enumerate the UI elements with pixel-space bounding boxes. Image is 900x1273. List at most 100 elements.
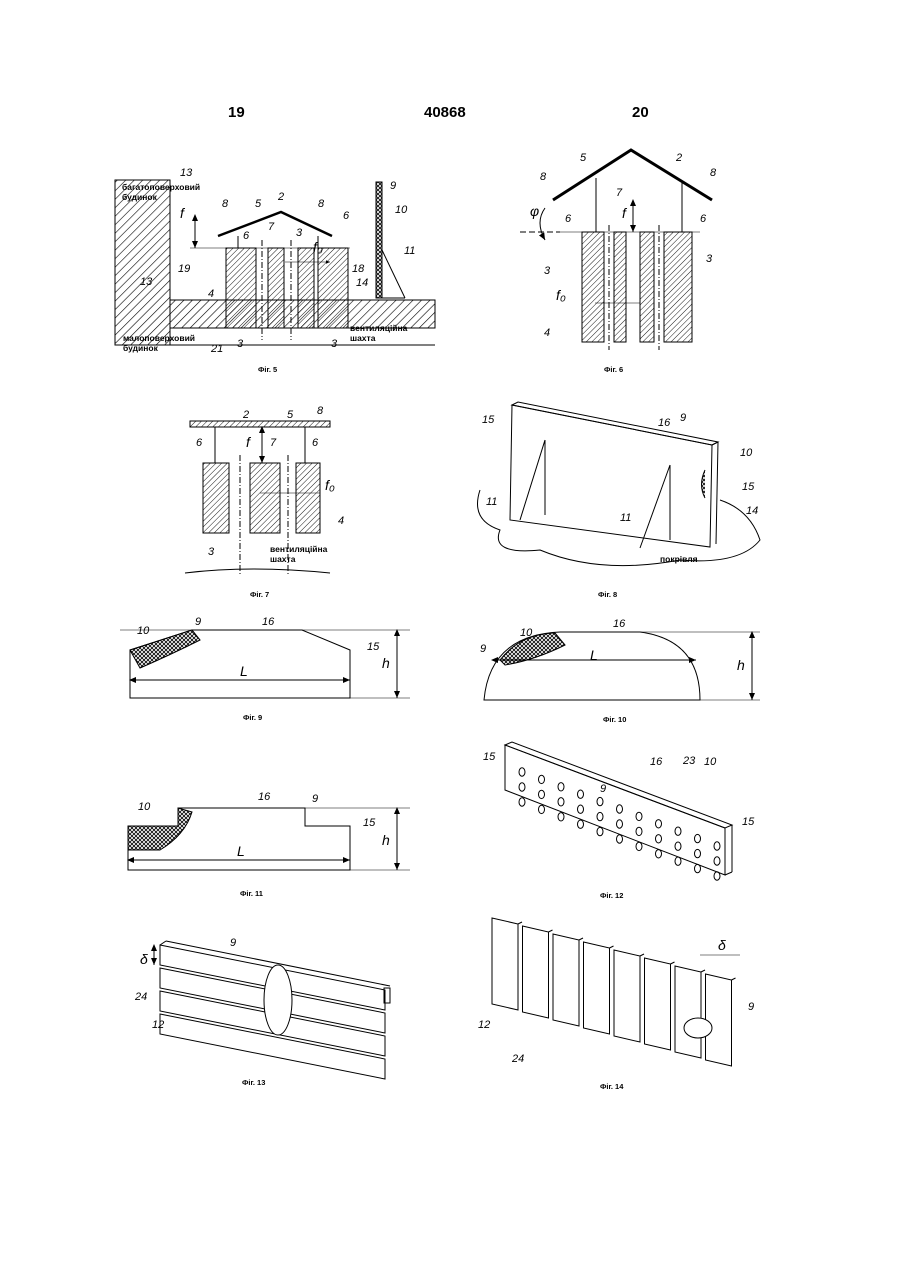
- reference-number: 5: [580, 152, 587, 164]
- dimension-label: h: [737, 657, 745, 673]
- slat-edge: [701, 970, 705, 972]
- reference-number: 6: [196, 437, 203, 449]
- reference-number: 8: [222, 198, 229, 210]
- reference-number: 4: [208, 288, 214, 300]
- reference-number: 16: [650, 756, 663, 768]
- reference-number: 3: [706, 253, 713, 265]
- slat: [645, 958, 671, 1050]
- perforation-hole: [539, 775, 545, 783]
- perforation-hole: [617, 835, 623, 843]
- slat: [675, 966, 701, 1058]
- reference-number: 7: [270, 437, 277, 449]
- reference-number: 9: [312, 793, 318, 805]
- figure-7: 2 5 8 6 6 7 3 4 f f₀ вентиляційна шахта …: [185, 405, 344, 599]
- slat: [614, 950, 640, 1042]
- reference-number: 9: [230, 937, 236, 949]
- perforation-hole: [695, 849, 701, 857]
- reference-number: 7: [616, 187, 623, 199]
- perforation-hole: [656, 820, 662, 828]
- figure-12: 15 9 16 23 10 15 Фіг. 12: [483, 742, 755, 900]
- reference-number: 3: [544, 265, 551, 277]
- slat: [492, 918, 518, 1010]
- slat: [553, 934, 579, 1026]
- reference-number: 23: [682, 755, 696, 767]
- caption-fig-12: Фіг. 12: [600, 891, 623, 900]
- reference-number: 9: [680, 412, 686, 424]
- reference-number: 16: [613, 618, 626, 630]
- dimension-label: f₀: [556, 287, 566, 303]
- dimension-label: f₀: [325, 477, 335, 493]
- perforation-hole: [695, 834, 701, 842]
- reference-number: 13: [180, 167, 193, 179]
- figure-14: 12 24 9 δ Фіг. 14: [478, 918, 754, 1091]
- reference-number: 8: [317, 405, 324, 417]
- reference-number: 12: [152, 1019, 164, 1031]
- dimension-label: δ: [140, 951, 148, 967]
- slat: [706, 974, 732, 1066]
- reference-number: 10: [704, 756, 717, 768]
- caption-fig-13: Фіг. 13: [242, 1078, 265, 1087]
- slat-edge: [518, 922, 522, 924]
- perforation-hole: [656, 850, 662, 858]
- figure-11: 10 16 9 15 L h Фіг. 11: [128, 791, 410, 898]
- reference-number: 6: [243, 230, 250, 242]
- reference-number: 6: [312, 437, 319, 449]
- reference-number: 14: [356, 277, 368, 289]
- reference-number: 12: [478, 1019, 490, 1031]
- perforation-hole: [636, 842, 642, 850]
- perforation-hole: [519, 768, 525, 776]
- reference-number: 15: [367, 641, 380, 653]
- reference-number: 2: [277, 191, 284, 203]
- slat: [523, 926, 549, 1018]
- dimension-label: f₀: [313, 239, 323, 255]
- figure-6: 5 2 8 8 7 6 6 3 3 4 φ f f₀ Фіг. 6: [520, 150, 717, 374]
- perforation-hole: [539, 790, 545, 798]
- caption-fig-10: Фіг. 10: [603, 715, 626, 724]
- text-label: вентиляційна: [350, 323, 408, 333]
- reference-number: 2: [675, 152, 682, 164]
- reference-number: 21: [210, 343, 223, 355]
- slat: [584, 942, 610, 1034]
- perforation-hole: [578, 805, 584, 813]
- caption-fig-8: Фіг. 8: [598, 590, 617, 599]
- figure-13: 9 24 12 δ Фіг. 13: [134, 937, 390, 1087]
- slat-edge: [549, 930, 553, 932]
- caption-fig-14: Фіг. 14: [600, 1082, 624, 1091]
- reference-number: 4: [544, 327, 550, 339]
- text-label: вентиляційна: [270, 544, 328, 554]
- reference-number: 16: [262, 616, 275, 628]
- reference-number: 15: [483, 751, 496, 763]
- reference-number: 2: [242, 409, 249, 421]
- figure-5: 13 13 19 2 5 8 8 6 6 7 3 3 3 4 18 14 9 1…: [115, 167, 435, 374]
- perforation-hole: [714, 842, 720, 850]
- dimension-label: h: [382, 655, 390, 671]
- dimension-label: L: [237, 843, 245, 859]
- reference-number: 10: [740, 447, 753, 459]
- text-label: багатоповерховий: [122, 182, 200, 192]
- perforation-hole: [519, 798, 525, 806]
- text-label: будинок: [122, 192, 158, 202]
- perforation-hole: [617, 805, 623, 813]
- dimension-label: f: [622, 205, 628, 221]
- reference-number: 15: [742, 816, 755, 828]
- reference-number: 3: [208, 546, 215, 558]
- reference-number: 10: [137, 625, 150, 637]
- reference-number: 13: [140, 276, 153, 288]
- perforation-hole: [636, 827, 642, 835]
- reference-number: 10: [395, 204, 408, 216]
- reference-number: 10: [138, 801, 151, 813]
- reference-number: 11: [620, 512, 631, 524]
- caption-fig-9: Фіг. 9: [243, 713, 262, 722]
- slats: [492, 918, 736, 1066]
- dimension-label: f: [246, 434, 252, 450]
- perforation-hole: [519, 783, 525, 791]
- slat-edge: [610, 946, 614, 948]
- dimension-label: L: [240, 663, 248, 679]
- reference-number: 16: [658, 417, 671, 429]
- dimension-label: f: [180, 205, 186, 221]
- slat-edge: [640, 954, 644, 956]
- perforation-hole: [558, 813, 564, 821]
- caption-fig-5: Фіг. 5: [258, 365, 277, 374]
- reference-number: 11: [486, 496, 497, 508]
- perforation-hole: [675, 857, 681, 865]
